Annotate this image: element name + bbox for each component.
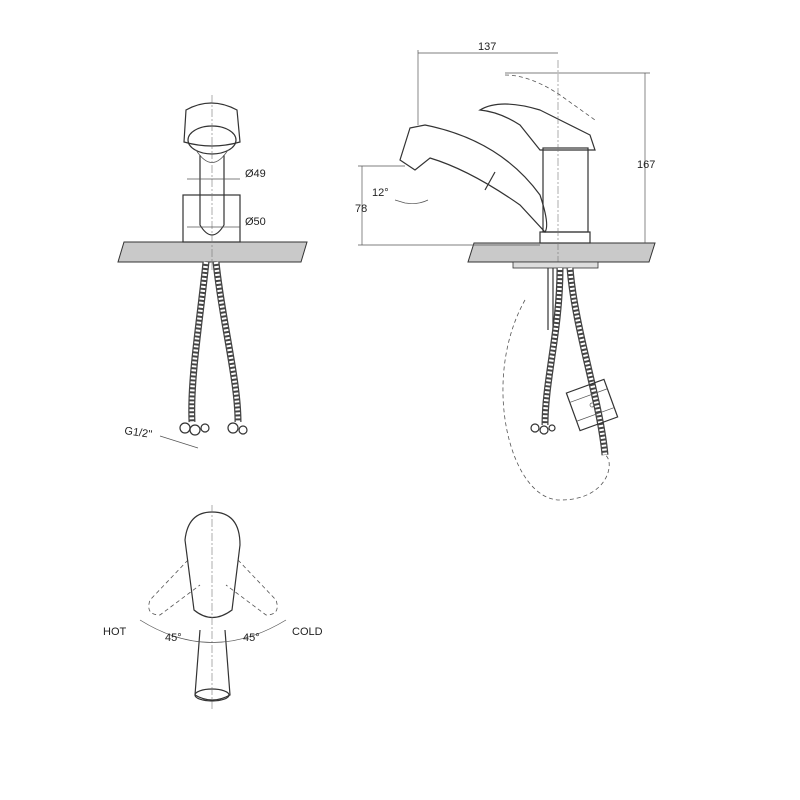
hot-angle-label: 45° xyxy=(165,632,182,644)
counterweight xyxy=(565,378,619,432)
side-body xyxy=(542,147,589,233)
side-view: 137 167 78 12° xyxy=(355,41,656,501)
hot-position-outline xyxy=(148,559,201,616)
side-handle xyxy=(478,103,596,151)
front-base xyxy=(182,194,241,243)
front-handle-top xyxy=(183,102,241,147)
front-countertop xyxy=(117,241,308,263)
dim-49-label: Ø49 xyxy=(245,168,266,180)
pullout-hose-path xyxy=(502,299,610,501)
cold-label: COLD xyxy=(292,626,323,638)
top-lever xyxy=(184,511,241,619)
height-167-label: 167 xyxy=(637,159,655,171)
hot-label: HOT xyxy=(103,626,127,638)
thread-label: G1/2" xyxy=(124,425,153,441)
side-spout xyxy=(399,124,548,233)
cold-position-outline xyxy=(225,559,278,616)
fitting-left xyxy=(179,422,210,436)
width-137-label: 137 xyxy=(478,41,496,53)
cold-angle-label: 45° xyxy=(243,632,260,644)
mounting-ring xyxy=(512,261,599,269)
front-view: Ø49 Ø50 G1/2" xyxy=(117,95,308,449)
angle-arc xyxy=(139,619,287,643)
spout-height-78-label: 78 xyxy=(355,203,367,215)
fitting-right xyxy=(227,422,248,435)
top-view: HOT COLD 45° 45° xyxy=(103,505,323,710)
dim-50-label: Ø50 xyxy=(245,216,266,228)
spout-angle-12-label: 12° xyxy=(372,187,389,199)
side-countertop xyxy=(467,242,656,263)
